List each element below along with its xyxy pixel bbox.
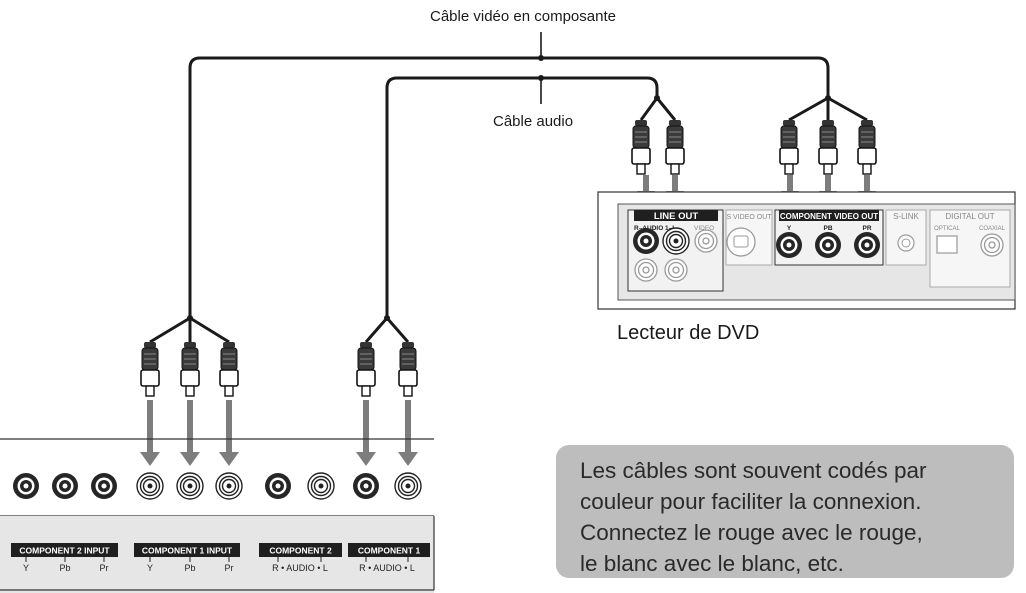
tv-jack-c1-pr [215,472,243,500]
component-2-input-label: COMPONENT 2 INPUT [19,546,110,556]
tip-line: Les câbles sont souvent codés par [580,458,927,483]
jack-component-y [776,232,802,258]
c2-pb-label: Pb [59,563,70,573]
plug-tv-y [140,341,160,397]
tv-jack-audio2-l [307,472,335,500]
c2-y-label: Y [23,563,29,573]
jack-line-out-video [694,229,718,253]
audio-cable [364,76,677,343]
plug-video-y [779,119,799,175]
video-split-node-tv [187,315,193,321]
c1-y-label: Y [147,563,153,573]
arrow-down-icon [398,400,418,466]
c2-pr-label: Pr [100,563,109,573]
line-out-video-label: VIDEO [694,225,714,232]
optical-jack [936,235,958,254]
line-out-audio-label: R–AUDIO 1–L [634,225,676,232]
jack-y-label: Y [787,225,792,232]
s-link-label: S-LINK [893,212,919,221]
c1-pb-label: Pb [184,563,195,573]
video-cable-label: Câble vidéo en composante [430,8,616,25]
dvd-player-panel: LINE OUT R–AUDIO 1–L VIDEO S VIDEO OUT C… [597,191,1016,310]
video-cable [149,56,868,344]
tv-jack-audio2-r [265,473,291,499]
plug-audio-r [631,119,651,175]
jack-component-pb [815,232,841,258]
c2-audio-label: R • AUDIO • L [272,563,328,573]
c1-pr-label: Pr [225,563,234,573]
plug-tv-audio-r [356,341,376,397]
tv-arrows [140,400,418,466]
tip-line: Connectez le rouge avec le rouge, [580,520,923,545]
arrow-down-icon [219,400,239,466]
tv-jack-c1-pb [176,472,204,500]
dvd-player-label: Lecteur de DVD [617,322,760,344]
tip-line: le blanc avec le blanc, etc. [580,551,844,576]
digital-out-label: DIGITAL OUT [945,212,994,221]
jack-line-out-2r [634,258,658,282]
plug-audio-l [665,119,685,175]
plug-tv-pr [219,341,239,397]
tv-plugs [140,341,418,397]
component-2-audio-label: COMPONENT 2 [269,546,332,556]
tip-box: Les câbles sont souvent codés par couleu… [556,445,1014,578]
plug-tv-pb [180,341,200,397]
audio-cable-label: Câble audio [493,113,574,130]
component-1-input-label: COMPONENT 1 INPUT [142,546,233,556]
tv-jack-c1-y [136,472,164,500]
component-1-audio-label: COMPONENT 1 [358,546,421,556]
line-out-label: LINE OUT [654,211,699,222]
component-video-out-label: COMPONENT VIDEO OUT [780,212,878,221]
tip-line: couleur pour faciliter la connexion. [580,489,922,514]
coaxial-jack [980,233,1004,257]
tv-jack-audio1-l [394,472,422,500]
arrow-down-icon [180,400,200,466]
plug-video-pb [818,119,838,175]
tv-jack-c2-pr [91,473,117,499]
tv-jack-c2-pb [52,473,78,499]
coaxial-label: COAXIAL [979,226,1006,232]
tv-input-panel: COMPONENT 2 INPUT COMPONENT 1 INPUT COMP… [0,438,435,593]
audio-split-node-tv [384,315,390,321]
video-label-dot [538,55,544,61]
s-video-out-label: S VIDEO OUT [726,214,772,221]
c1-audio-label: R • AUDIO • L [359,563,415,573]
audio-split-node [654,95,660,101]
dvd-plugs [631,119,877,175]
arrow-down-icon [356,400,376,466]
jack-line-out-l [662,227,690,255]
jack-line-out-r [633,228,659,254]
arrow-down-icon [140,400,160,466]
tv-jack-c2-y [13,473,39,499]
jack-pb-label: PB [823,225,832,232]
plug-tv-audio-l [398,341,418,397]
audio-label-dot [538,75,544,81]
tv-jack-audio1-r [353,473,379,499]
jack-line-out-2l [664,258,688,282]
video-split-node [825,95,831,101]
plug-video-pr [857,119,877,175]
jack-component-pr [854,232,880,258]
jack-pr-label: PR [862,225,871,232]
optical-label: OPTICAL [934,226,960,232]
